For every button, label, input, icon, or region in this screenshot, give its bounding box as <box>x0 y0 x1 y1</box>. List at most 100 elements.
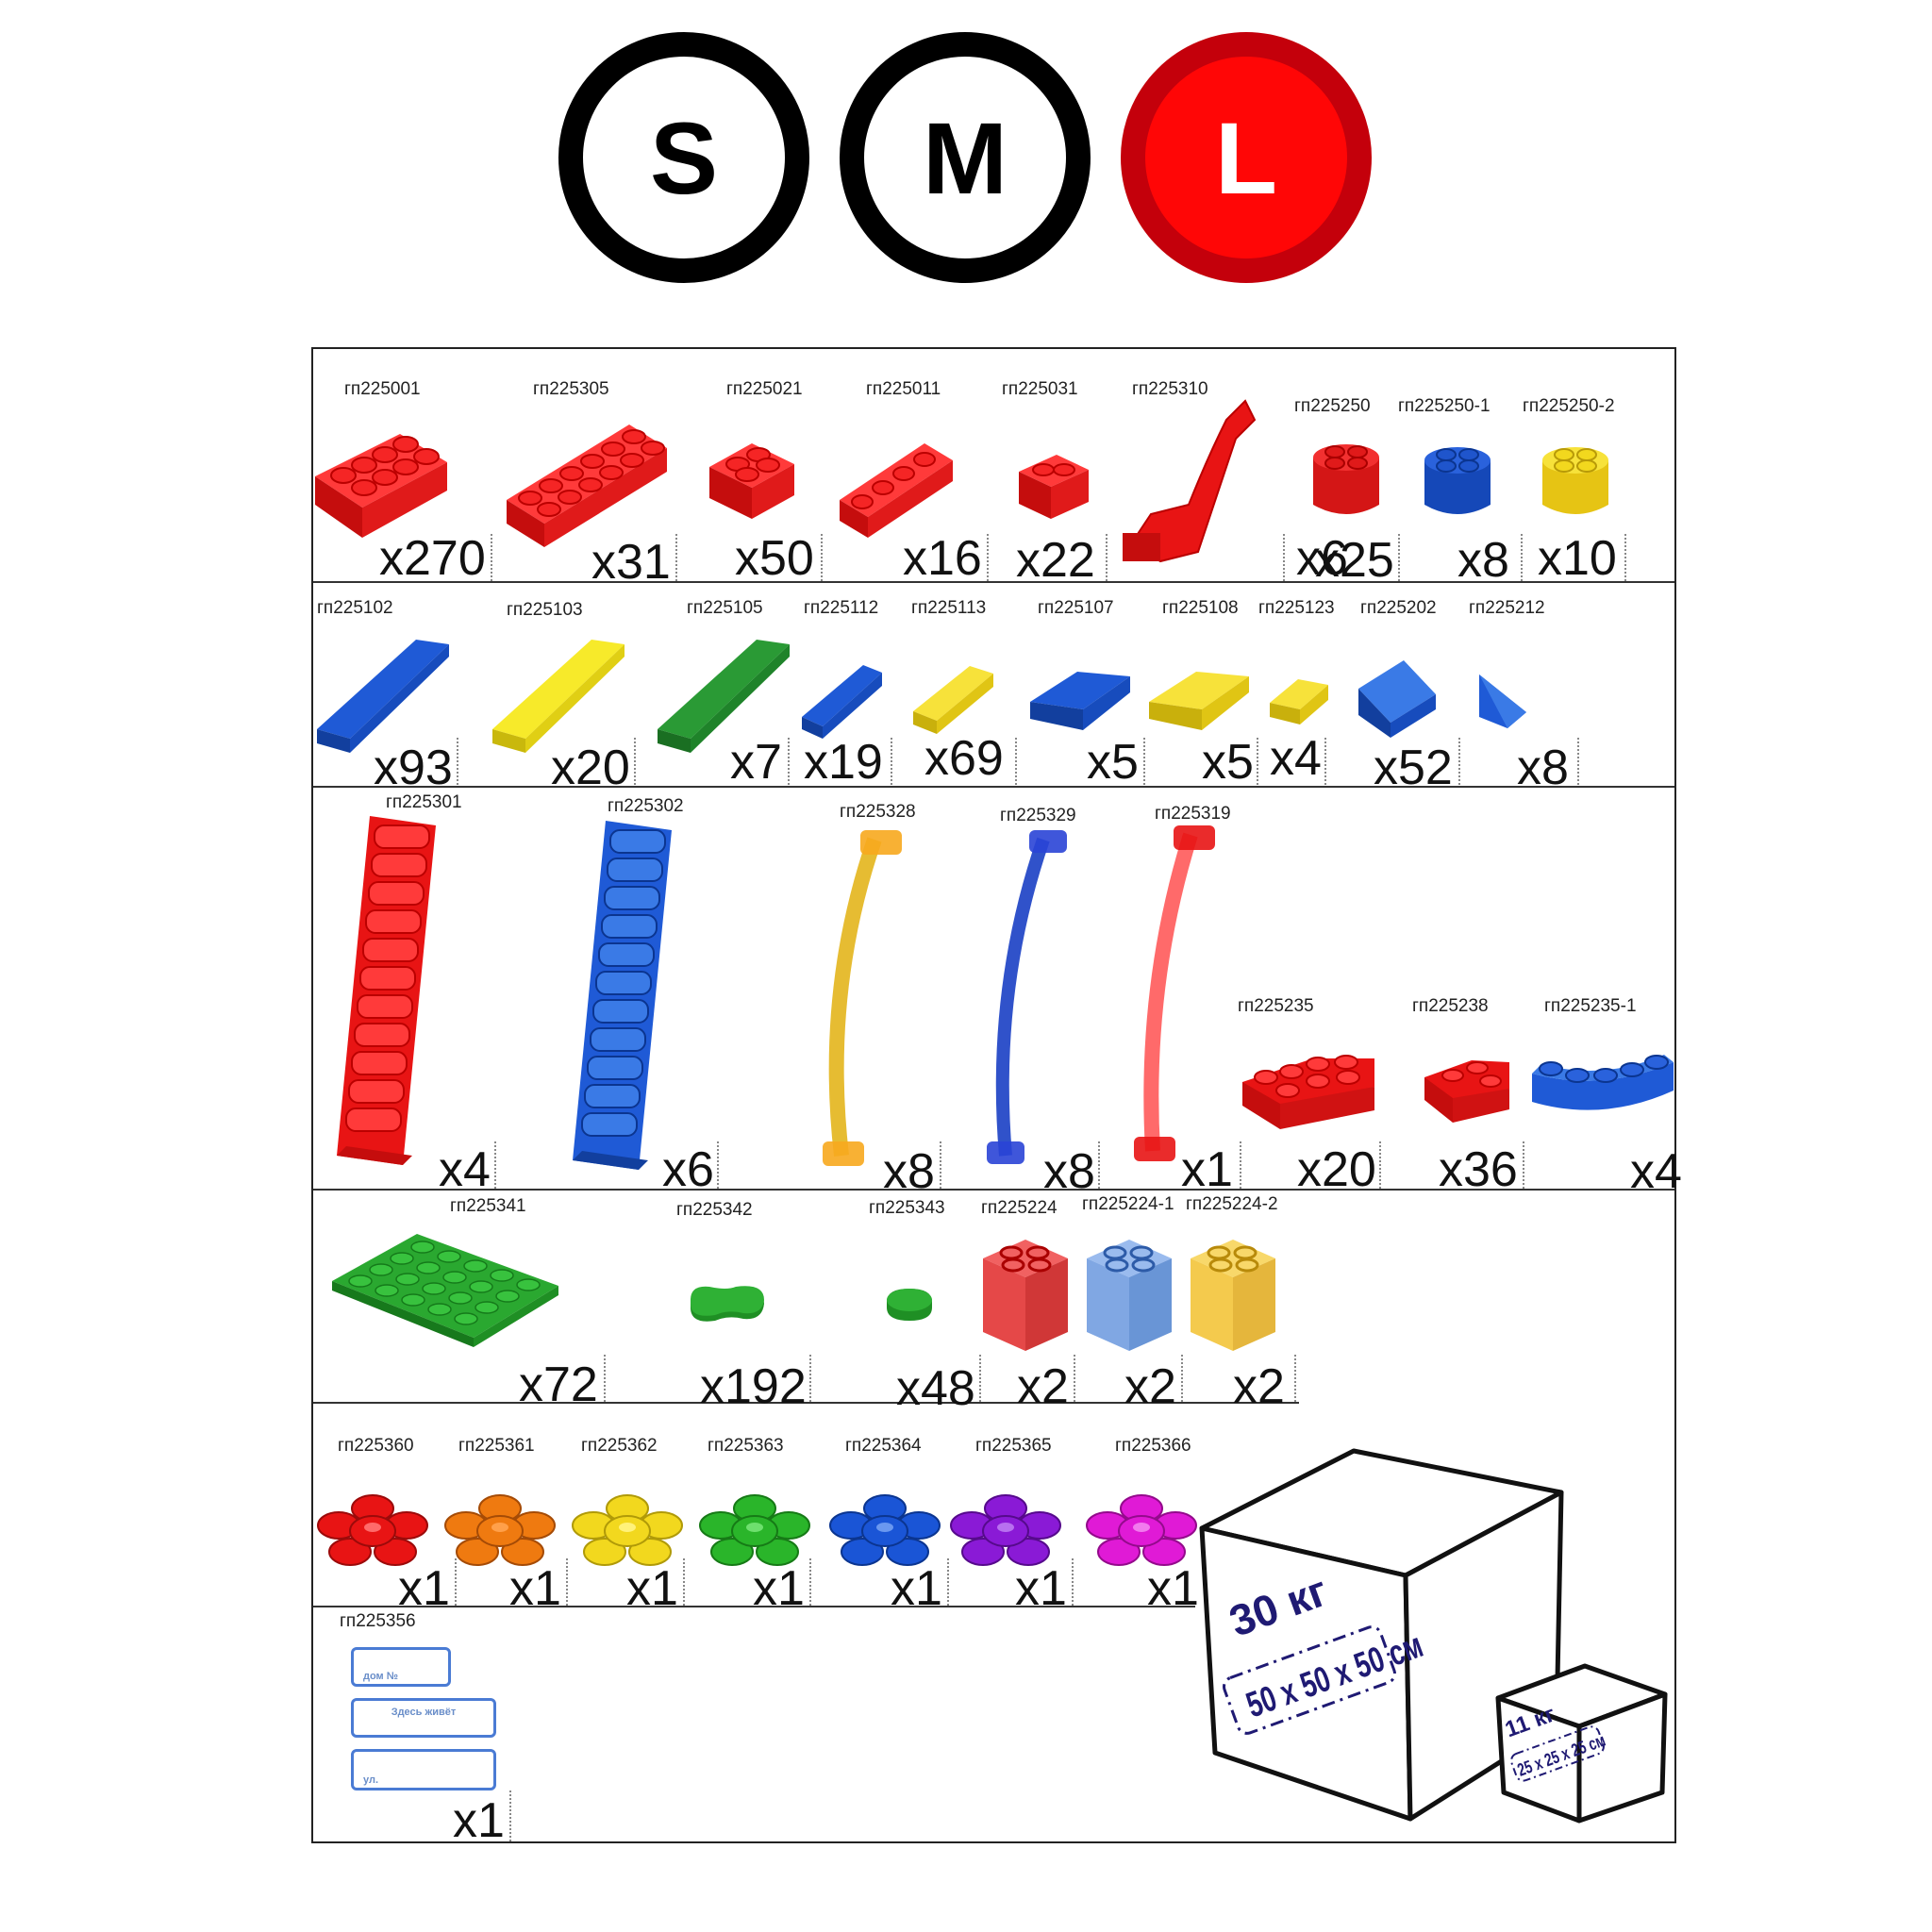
part-code: гп225310 <box>1132 379 1208 399</box>
wedge-icon <box>1358 660 1436 738</box>
shipping-box-icon <box>1199 1448 1668 1824</box>
parts-table: гп225001 x270 гп225305 x31 гп22502 <box>311 347 1682 1848</box>
part-quantity: x2 <box>1233 1359 1285 1414</box>
part-code: гп225224-2 <box>1186 1194 1278 1214</box>
long-column-icon <box>337 816 436 1165</box>
part-code: гп225123 <box>1258 598 1335 618</box>
base-plate-icon <box>332 1234 558 1347</box>
row-divider <box>313 1402 1299 1404</box>
transparent-cube-icon <box>983 1240 1068 1351</box>
part-quantity: x69 <box>924 731 1004 786</box>
flower-icon <box>444 1494 556 1566</box>
part-code: гп225305 <box>533 379 609 399</box>
transparent-cube-icon <box>1191 1240 1275 1351</box>
part-code: гп225356 <box>340 1611 416 1631</box>
part-code: гп225363 <box>708 1436 784 1456</box>
part-code: гп225224-1 <box>1082 1194 1174 1214</box>
part-quantity: x8 <box>883 1144 935 1199</box>
flat-tile-icon <box>492 640 625 753</box>
part-code: гп225107 <box>1038 598 1114 618</box>
part-code: гп225105 <box>687 598 763 618</box>
part-quantity: x16 <box>903 531 982 586</box>
part-code: гп225021 <box>726 379 803 399</box>
part-quantity: x1 <box>1181 1142 1233 1197</box>
part-quantity: x1 <box>1147 1561 1199 1616</box>
part-code: гп225112 <box>804 598 879 618</box>
part-code: гп225103 <box>507 600 583 620</box>
part-quantity: x192 <box>700 1359 807 1414</box>
long-column-icon <box>573 821 672 1170</box>
brick-2x2-icon <box>709 443 794 519</box>
part-quantity: x5 <box>1087 735 1139 790</box>
part-quantity: x1 <box>453 1793 505 1848</box>
round-brick-icon <box>1424 447 1491 514</box>
resident-name-sign: Здесь живёт <box>351 1698 496 1738</box>
flower-icon <box>950 1494 1061 1566</box>
flower-icon <box>317 1494 428 1566</box>
transparent-cube-icon <box>1087 1240 1172 1351</box>
size-s-button[interactable]: S <box>558 32 809 283</box>
part-code: гп225212 <box>1469 598 1545 618</box>
part-quantity: x2 <box>1124 1359 1176 1414</box>
street-sign: ул. <box>351 1749 496 1790</box>
part-quantity: x8 <box>1043 1144 1095 1199</box>
size-l-button[interactable]: L <box>1121 32 1372 283</box>
part-quantity: x20 <box>1297 1142 1376 1197</box>
flower-icon <box>829 1494 941 1566</box>
part-code: гп225235 <box>1238 996 1314 1016</box>
row-divider <box>313 1606 1195 1607</box>
curved-brick-icon <box>1532 1055 1674 1110</box>
part-quantity: x5 <box>1202 735 1254 790</box>
connector-icon <box>691 1286 764 1322</box>
brick-2x4-icon <box>315 434 447 538</box>
curved-rod-icon <box>1134 825 1215 1161</box>
part-quantity: x270 <box>379 531 486 586</box>
size-m-button[interactable]: M <box>840 32 1091 283</box>
part-quantity: x1 <box>1015 1561 1067 1616</box>
size-selector: S M L <box>0 32 1932 287</box>
part-quantity: x2 <box>1017 1359 1069 1414</box>
part-code: гп225328 <box>840 802 916 822</box>
part-quantity: x22 <box>1016 533 1095 588</box>
round-brick-icon <box>1313 444 1379 514</box>
part-quantity: x6 <box>662 1142 714 1197</box>
part-code: гп225238 <box>1412 996 1489 1016</box>
part-quantity: x72 <box>519 1357 598 1412</box>
small-tile-icon <box>913 666 993 734</box>
part-code: гп225301 <box>386 792 462 812</box>
part-quantity: x52 <box>1374 741 1453 795</box>
part-code: гп225224 <box>981 1198 1058 1218</box>
part-code: гп225031 <box>1002 379 1078 399</box>
part-code: гп225102 <box>317 598 393 618</box>
part-quantity: x10 <box>1538 531 1617 586</box>
part-code: гп225329 <box>1000 806 1076 825</box>
part-code: гп225343 <box>869 1198 945 1218</box>
square-tile-icon <box>1030 672 1130 730</box>
flower-icon <box>699 1494 810 1566</box>
brick-2x6-icon <box>507 425 667 547</box>
row-divider <box>313 1189 1674 1191</box>
part-quantity: x4 <box>1270 731 1322 786</box>
part-quantity: x1 <box>753 1561 805 1616</box>
part-code: гп225250-1 <box>1398 396 1491 416</box>
part-code: гп225250-2 <box>1523 396 1615 416</box>
part-quantity: x1 <box>626 1561 678 1616</box>
part-code: гп225011 <box>866 379 941 399</box>
part-code: гп225113 <box>911 598 987 618</box>
curved-rod-icon <box>823 830 902 1166</box>
house-number-sign: дом № <box>351 1647 451 1687</box>
part-code: гп225365 <box>975 1436 1052 1456</box>
part-code: гп225362 <box>581 1436 658 1456</box>
part-quantity: x8 <box>1517 741 1569 795</box>
small-tile-icon <box>802 665 882 739</box>
part-quantity: x93 <box>374 741 453 795</box>
part-quantity: x8 <box>1457 533 1509 588</box>
corner-brick-icon <box>1424 1060 1509 1123</box>
flower-icon <box>572 1494 683 1566</box>
small-wedge-icon <box>1479 675 1526 728</box>
part-code: гп225202 <box>1360 598 1437 618</box>
part-quantity: x25 <box>1315 533 1394 588</box>
small-square-tile-icon <box>1270 679 1328 724</box>
part-quantity: x50 <box>735 531 814 586</box>
part-quantity: x36 <box>1439 1142 1518 1197</box>
